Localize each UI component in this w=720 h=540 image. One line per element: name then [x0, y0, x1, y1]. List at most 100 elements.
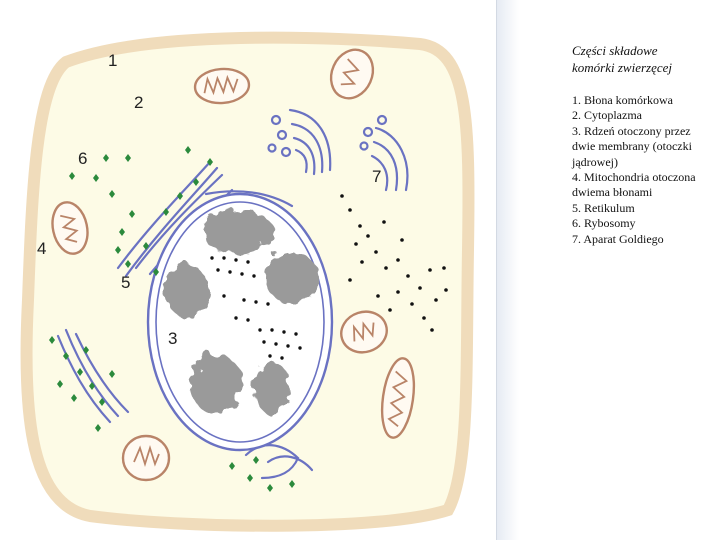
ribosome — [63, 352, 69, 360]
ribosome — [253, 456, 259, 464]
legend-item-3: 3. Rdzeń otoczony przez dwie membrany (o… — [572, 123, 692, 169]
cytoplasm-granule — [376, 294, 380, 298]
nuclear-dot — [270, 328, 274, 332]
chromatin — [164, 210, 318, 414]
label-2: 2 — [134, 93, 143, 112]
cytoplasm-granule — [340, 194, 344, 198]
mitochondria — [51, 48, 416, 482]
cytoplasm-granule — [360, 260, 364, 264]
nuclear-dot — [252, 274, 256, 278]
ribosome — [125, 260, 131, 268]
cytoplasm-granule — [384, 266, 388, 270]
ribosome — [247, 474, 253, 482]
part-labels: 1 2 3 4 5 6 7 — [37, 51, 381, 348]
legend-item-6: 6. Rybosomy — [572, 216, 636, 231]
endoplasmic-reticulum — [56, 160, 314, 480]
nuclear-dot — [246, 260, 250, 264]
cytoplasm-granule — [406, 274, 410, 278]
nuclear-dot — [298, 346, 302, 350]
nuclear-dot — [286, 344, 290, 348]
cytoplasm-granule — [410, 302, 414, 306]
ribosome — [289, 480, 295, 488]
ribosome — [93, 174, 99, 182]
cytoplasm-granule — [348, 278, 352, 282]
nuclear-dot — [268, 354, 272, 358]
cytoplasm-granule — [430, 328, 434, 332]
nuclear-dot — [280, 356, 284, 360]
nuclear-dot — [274, 342, 278, 346]
legend-list: 1. Błona komórkowa 2. Cytoplazma 3. Rdze… — [572, 93, 712, 247]
cytoplasm-granule — [422, 316, 426, 320]
cytoplasm-granule — [428, 268, 432, 272]
legend-item-7: 7. Aparat Goldiego — [572, 231, 664, 246]
legend-title: Części składowe komórki zwierzęcej — [572, 42, 712, 76]
golgi-apparatus — [267, 108, 409, 192]
ribosome — [69, 172, 75, 180]
cytoplasm-granule — [400, 238, 404, 242]
label-7: 7 — [372, 167, 381, 186]
cytoplasm-granule — [396, 290, 400, 294]
nuclear-dot — [222, 294, 226, 298]
ribosome — [77, 368, 83, 376]
ribosome — [109, 190, 115, 198]
nuclear-dot — [258, 328, 262, 332]
ribosome — [153, 268, 159, 276]
ribosome — [99, 398, 105, 406]
ribosome — [103, 154, 109, 162]
cytoplasm-granule — [382, 220, 386, 224]
mitochondrion-right-lower — [380, 357, 416, 439]
label-5: 5 — [121, 273, 130, 292]
legend-panel — [496, 0, 720, 540]
ribosome — [229, 462, 235, 470]
label-6: 6 — [78, 149, 87, 168]
nuclear-dot — [210, 256, 214, 260]
ribosome — [109, 370, 115, 378]
legend-item-5: 5. Retikulum — [572, 200, 635, 215]
label-4: 4 — [37, 239, 46, 258]
nuclear-dot — [266, 302, 270, 306]
ribosome — [71, 394, 77, 402]
legend-item-4: 4. Mitochondria otoczona dwiema błonami — [572, 170, 696, 200]
ribosome — [89, 382, 95, 390]
ribosome — [129, 210, 135, 218]
ribosome — [163, 208, 169, 216]
nuclear-dot — [294, 332, 298, 336]
ribosome — [207, 158, 213, 166]
legend-title-line-1: Części składowe — [572, 43, 658, 58]
cytoplasm-granules — [340, 194, 448, 332]
label-1: 1 — [108, 51, 117, 70]
cytoplasm-granule — [418, 286, 422, 290]
mitochondrion-top-center — [193, 67, 251, 105]
legend-item-1: 1. Błona komórkowa — [572, 93, 673, 107]
nuclear-dot — [222, 256, 226, 260]
cytoplasm-granule — [396, 258, 400, 262]
cytoplasm-granule — [434, 298, 438, 302]
mitochondrion-bottom — [121, 434, 171, 482]
ribosome — [125, 154, 131, 162]
ribosome — [185, 146, 191, 154]
ribosome — [267, 484, 273, 492]
nuclear-dot — [254, 300, 258, 304]
nuclear-dot — [262, 340, 266, 344]
cytoplasm-granule — [348, 208, 352, 212]
cytoplasm-granule — [366, 234, 370, 238]
cytoplasm-granule — [444, 288, 448, 292]
nuclear-dot — [216, 268, 220, 272]
ribosome — [57, 380, 63, 388]
nuclear-dot — [240, 272, 244, 276]
nuclear-dot — [282, 330, 286, 334]
nuclear-dot — [246, 318, 250, 322]
nuclear-dot — [242, 298, 246, 302]
ribosomes — [49, 146, 295, 492]
legend-item-2: 2. Cytoplazma — [572, 108, 642, 123]
cytoplasm-granule — [388, 308, 392, 312]
mitochondrion-right-middle — [340, 310, 388, 354]
nucleolus-dots — [210, 256, 302, 360]
cytoplasm-granule — [358, 224, 362, 228]
label-3: 3 — [168, 329, 177, 348]
ribosome — [83, 346, 89, 354]
cytoplasm-granule — [374, 250, 378, 254]
nuclear-dot — [234, 316, 238, 320]
ribosome — [49, 336, 55, 344]
